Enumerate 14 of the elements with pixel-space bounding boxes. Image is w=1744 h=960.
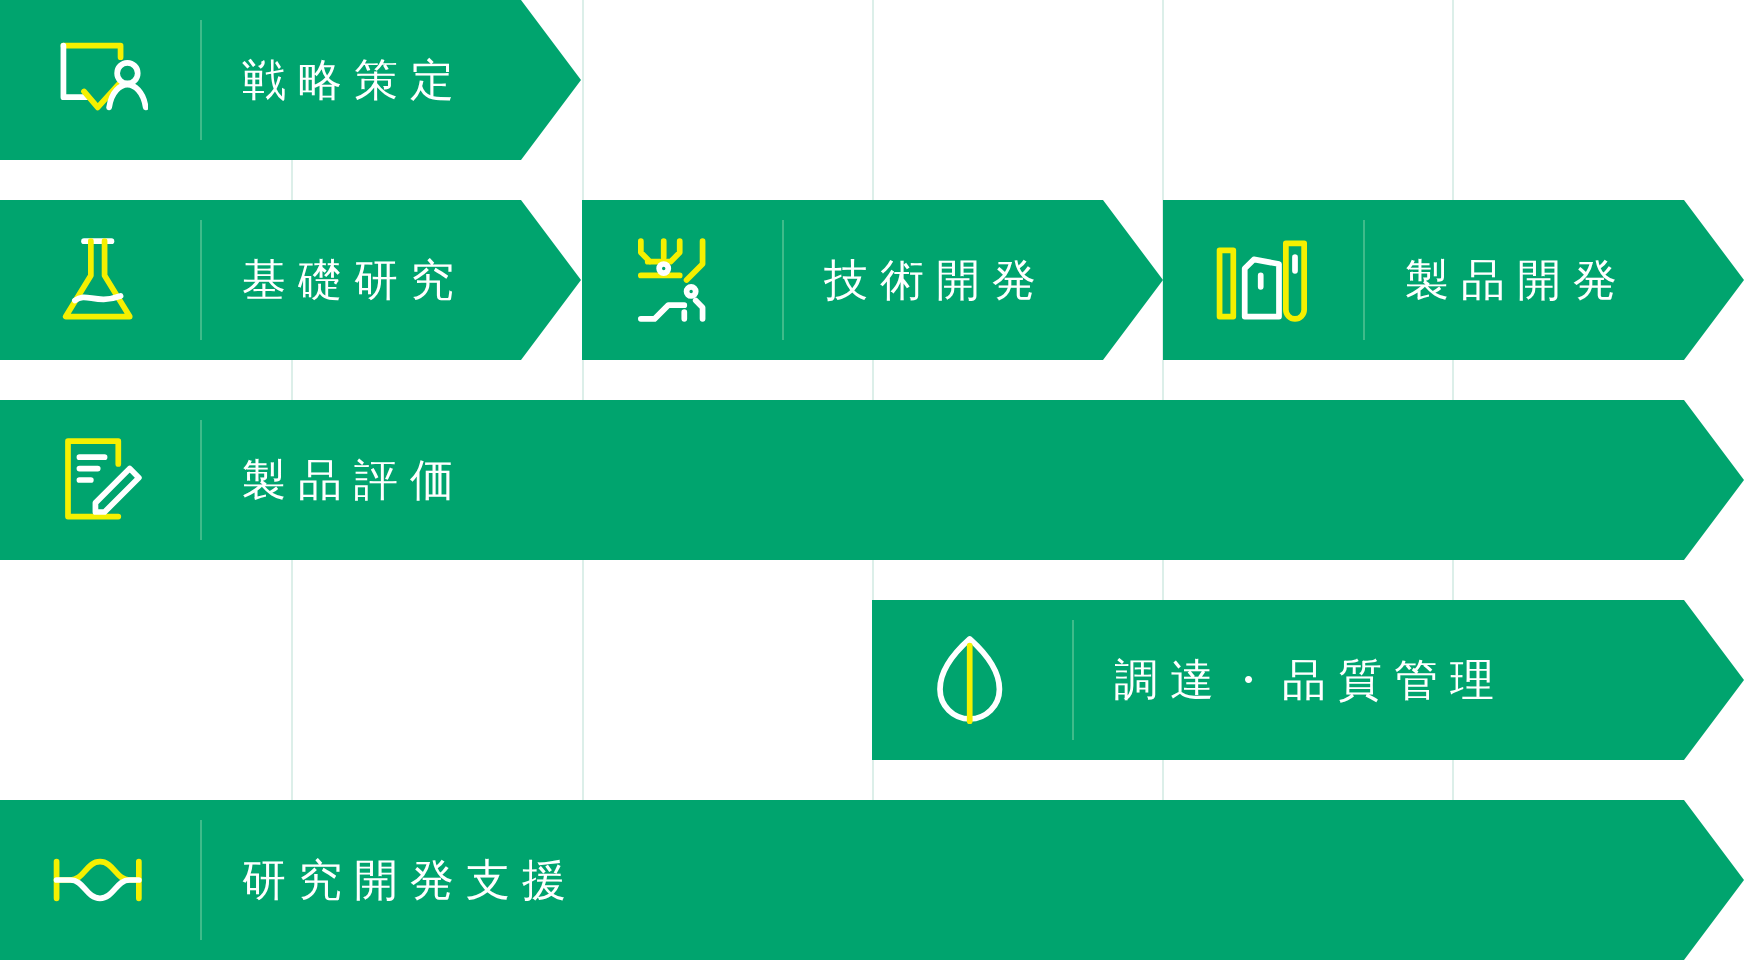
- arrow-banner: [0, 0, 581, 160]
- stage-label: 研究開発支援: [242, 858, 578, 902]
- arrow-banner: [872, 600, 1744, 760]
- stage-label: 技術開発: [824, 258, 1048, 302]
- arrow-banner: [582, 200, 1163, 360]
- arrow-banner: [1163, 200, 1744, 360]
- stage-label: 戦略策定: [242, 58, 466, 102]
- stage-label: 調達・品質管理: [1114, 658, 1506, 702]
- stage-label: 基礎研究: [242, 258, 466, 302]
- arrow-banner: [0, 200, 581, 360]
- stage-label: 製品開発: [1405, 258, 1629, 302]
- stage-label: 製品評価: [242, 458, 466, 502]
- arrow-banner: [0, 800, 1744, 960]
- arrow-banner: [0, 400, 1744, 560]
